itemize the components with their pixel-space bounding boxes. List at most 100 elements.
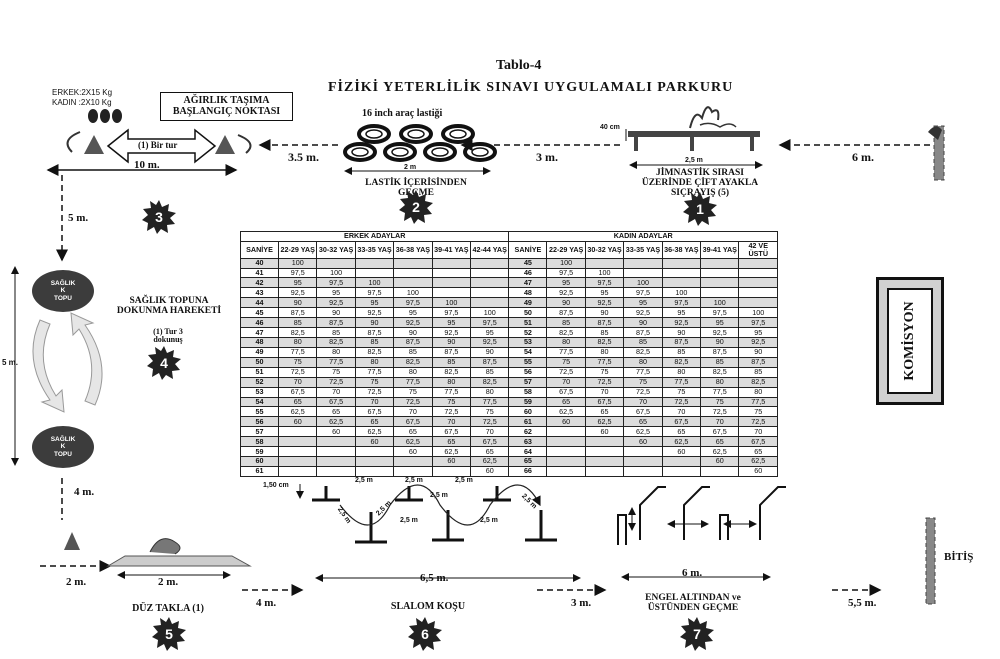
score-cell: 100 — [470, 307, 510, 319]
score-cell: 72,5 — [584, 376, 625, 388]
score-cell: 62,5 — [623, 426, 663, 438]
seconds-header: SANİYE — [240, 240, 279, 259]
score-cell: 75 — [316, 366, 356, 378]
score-cell: 75 — [661, 386, 702, 398]
lap-label: (1) Bir tur — [138, 140, 178, 150]
score-cell: 67,5 — [661, 416, 702, 428]
score-cell: 67,5 — [393, 416, 433, 428]
score-cell: 87,5 — [316, 317, 356, 329]
age-header: 39-41 YAŞ — [700, 240, 740, 259]
score-cell — [623, 257, 663, 269]
score-cell: 65 — [738, 446, 778, 458]
score-cell: 85 — [393, 346, 433, 358]
score-cell: 82,5 — [354, 346, 395, 358]
score-cell — [546, 456, 586, 467]
score-cell — [354, 446, 395, 458]
seconds-cell: 54 — [508, 346, 548, 358]
seconds-cell: 51 — [240, 366, 279, 378]
score-cell: 95 — [277, 277, 318, 289]
score-cell: 60 — [277, 416, 318, 428]
score-cell: 85 — [316, 327, 356, 338]
score-cell: 100 — [700, 297, 740, 309]
score-cell: 80 — [277, 336, 318, 348]
cone-icon — [215, 135, 235, 154]
score-cell: 95 — [393, 307, 433, 319]
seconds-cell: 48 — [508, 287, 548, 299]
mat-icon — [106, 538, 252, 567]
score-cell: 82,5 — [431, 366, 472, 378]
score-cell: 92,5 — [584, 297, 625, 309]
seconds-cell: 56 — [240, 416, 279, 428]
weights-icon — [88, 109, 122, 123]
score-cell — [623, 465, 663, 478]
score-cell — [661, 267, 702, 279]
seconds-cell: 55 — [240, 406, 279, 418]
score-cell: 62,5 — [546, 406, 586, 418]
circular-arrow-icon — [32, 312, 103, 413]
score-cell: 65 — [431, 436, 472, 448]
score-cell: 75 — [700, 396, 740, 408]
score-cell: 75 — [431, 396, 472, 408]
score-cell: 60 — [316, 426, 356, 438]
score-cell — [470, 267, 510, 279]
score-cell: 65 — [700, 436, 740, 448]
score-cell: 82,5 — [470, 376, 510, 388]
score-cell: 92,5 — [700, 327, 740, 338]
score-cell: 65 — [354, 416, 395, 428]
age-header: 30-32 YAŞ — [584, 240, 625, 259]
score-cell: 85 — [623, 336, 663, 348]
score-cell: 62,5 — [354, 426, 395, 438]
score-cell — [661, 456, 702, 467]
score-cell: 65 — [277, 396, 318, 408]
score-cell: 60 — [431, 456, 472, 467]
slalom-gap: 2,5 m — [405, 477, 423, 484]
score-cell: 100 — [354, 277, 395, 289]
score-cell — [700, 267, 740, 279]
distance-6-5m: 6,5 m. — [420, 572, 449, 584]
score-cell — [584, 465, 625, 478]
score-cell: 80 — [393, 366, 433, 378]
score-cell: 95 — [623, 297, 663, 309]
score-cell: 77,5 — [354, 366, 395, 378]
score-cell — [546, 465, 586, 478]
score-cell — [277, 436, 318, 448]
ball-task-label: SAĞLIK TOPUNA DOKUNMA HAREKETİ — [116, 296, 222, 316]
seconds-cell: 52 — [508, 327, 548, 338]
score-cell: 80 — [584, 346, 625, 358]
score-cell: 77,5 — [700, 386, 740, 398]
score-cell: 60 — [661, 446, 702, 458]
distance-6m-b: 6 m. — [682, 567, 703, 579]
score-cell — [738, 277, 778, 289]
finish-label: BİTİŞ — [944, 551, 974, 563]
score-cell: 67,5 — [546, 386, 586, 398]
score-cell: 70 — [277, 376, 318, 388]
score-cell: 60 — [354, 436, 395, 448]
score-cell: 72,5 — [393, 396, 433, 408]
score-cell — [623, 456, 663, 467]
score-cell — [700, 465, 740, 478]
komisyon-label: KOMİSYON — [902, 301, 917, 381]
score-cell — [700, 257, 740, 269]
score-cell: 72,5 — [316, 376, 356, 388]
score-cell: 70 — [431, 416, 472, 428]
score-cell — [393, 465, 433, 478]
score-cell — [470, 277, 510, 289]
score-cell: 100 — [738, 307, 778, 319]
score-cell: 85 — [584, 327, 625, 338]
score-cell: 85 — [661, 346, 702, 358]
score-cell: 82,5 — [584, 336, 625, 348]
score-cell: 72,5 — [354, 386, 395, 398]
score-cell: 97,5 — [393, 297, 433, 309]
